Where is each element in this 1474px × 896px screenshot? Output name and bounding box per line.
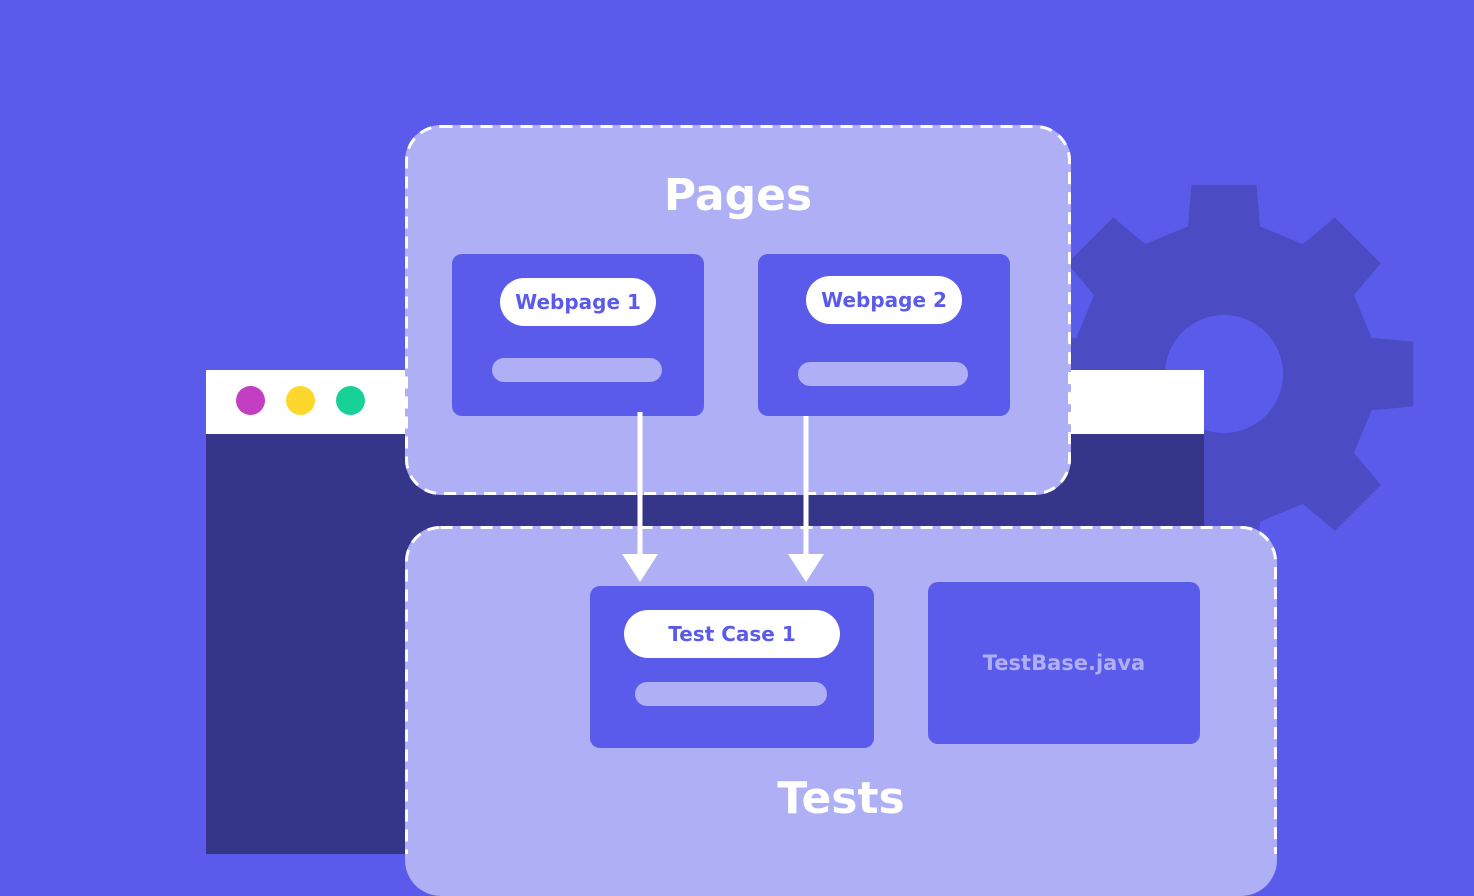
pages-title: Pages [663,170,813,221]
webpage-2-placeholder-bar [798,362,968,386]
tests-title: Tests [777,773,905,824]
webpage-card-2: Webpage 2 [758,254,1010,416]
test-base-label: TestBase.java [982,651,1146,675]
test-base-card: TestBase.java [928,582,1200,744]
window-dot-yellow [286,386,315,415]
test-case-card: Test Case 1 [590,586,874,748]
webpage-1-placeholder-bar [492,358,662,382]
window-dot-green [336,386,365,415]
webpage-2-label: Webpage 2 [806,276,962,324]
window-dot-magenta [236,386,265,415]
pages-group: Pages Webpage 1 Webpage 2 [405,125,1071,495]
tests-group: Tests Test Case 1 TestBase.java [405,526,1277,896]
webpage-card-1: Webpage 1 [452,254,704,416]
webpage-1-label: Webpage 1 [500,278,656,326]
test-case-placeholder-bar [635,682,827,706]
test-case-1-label: Test Case 1 [624,610,840,658]
